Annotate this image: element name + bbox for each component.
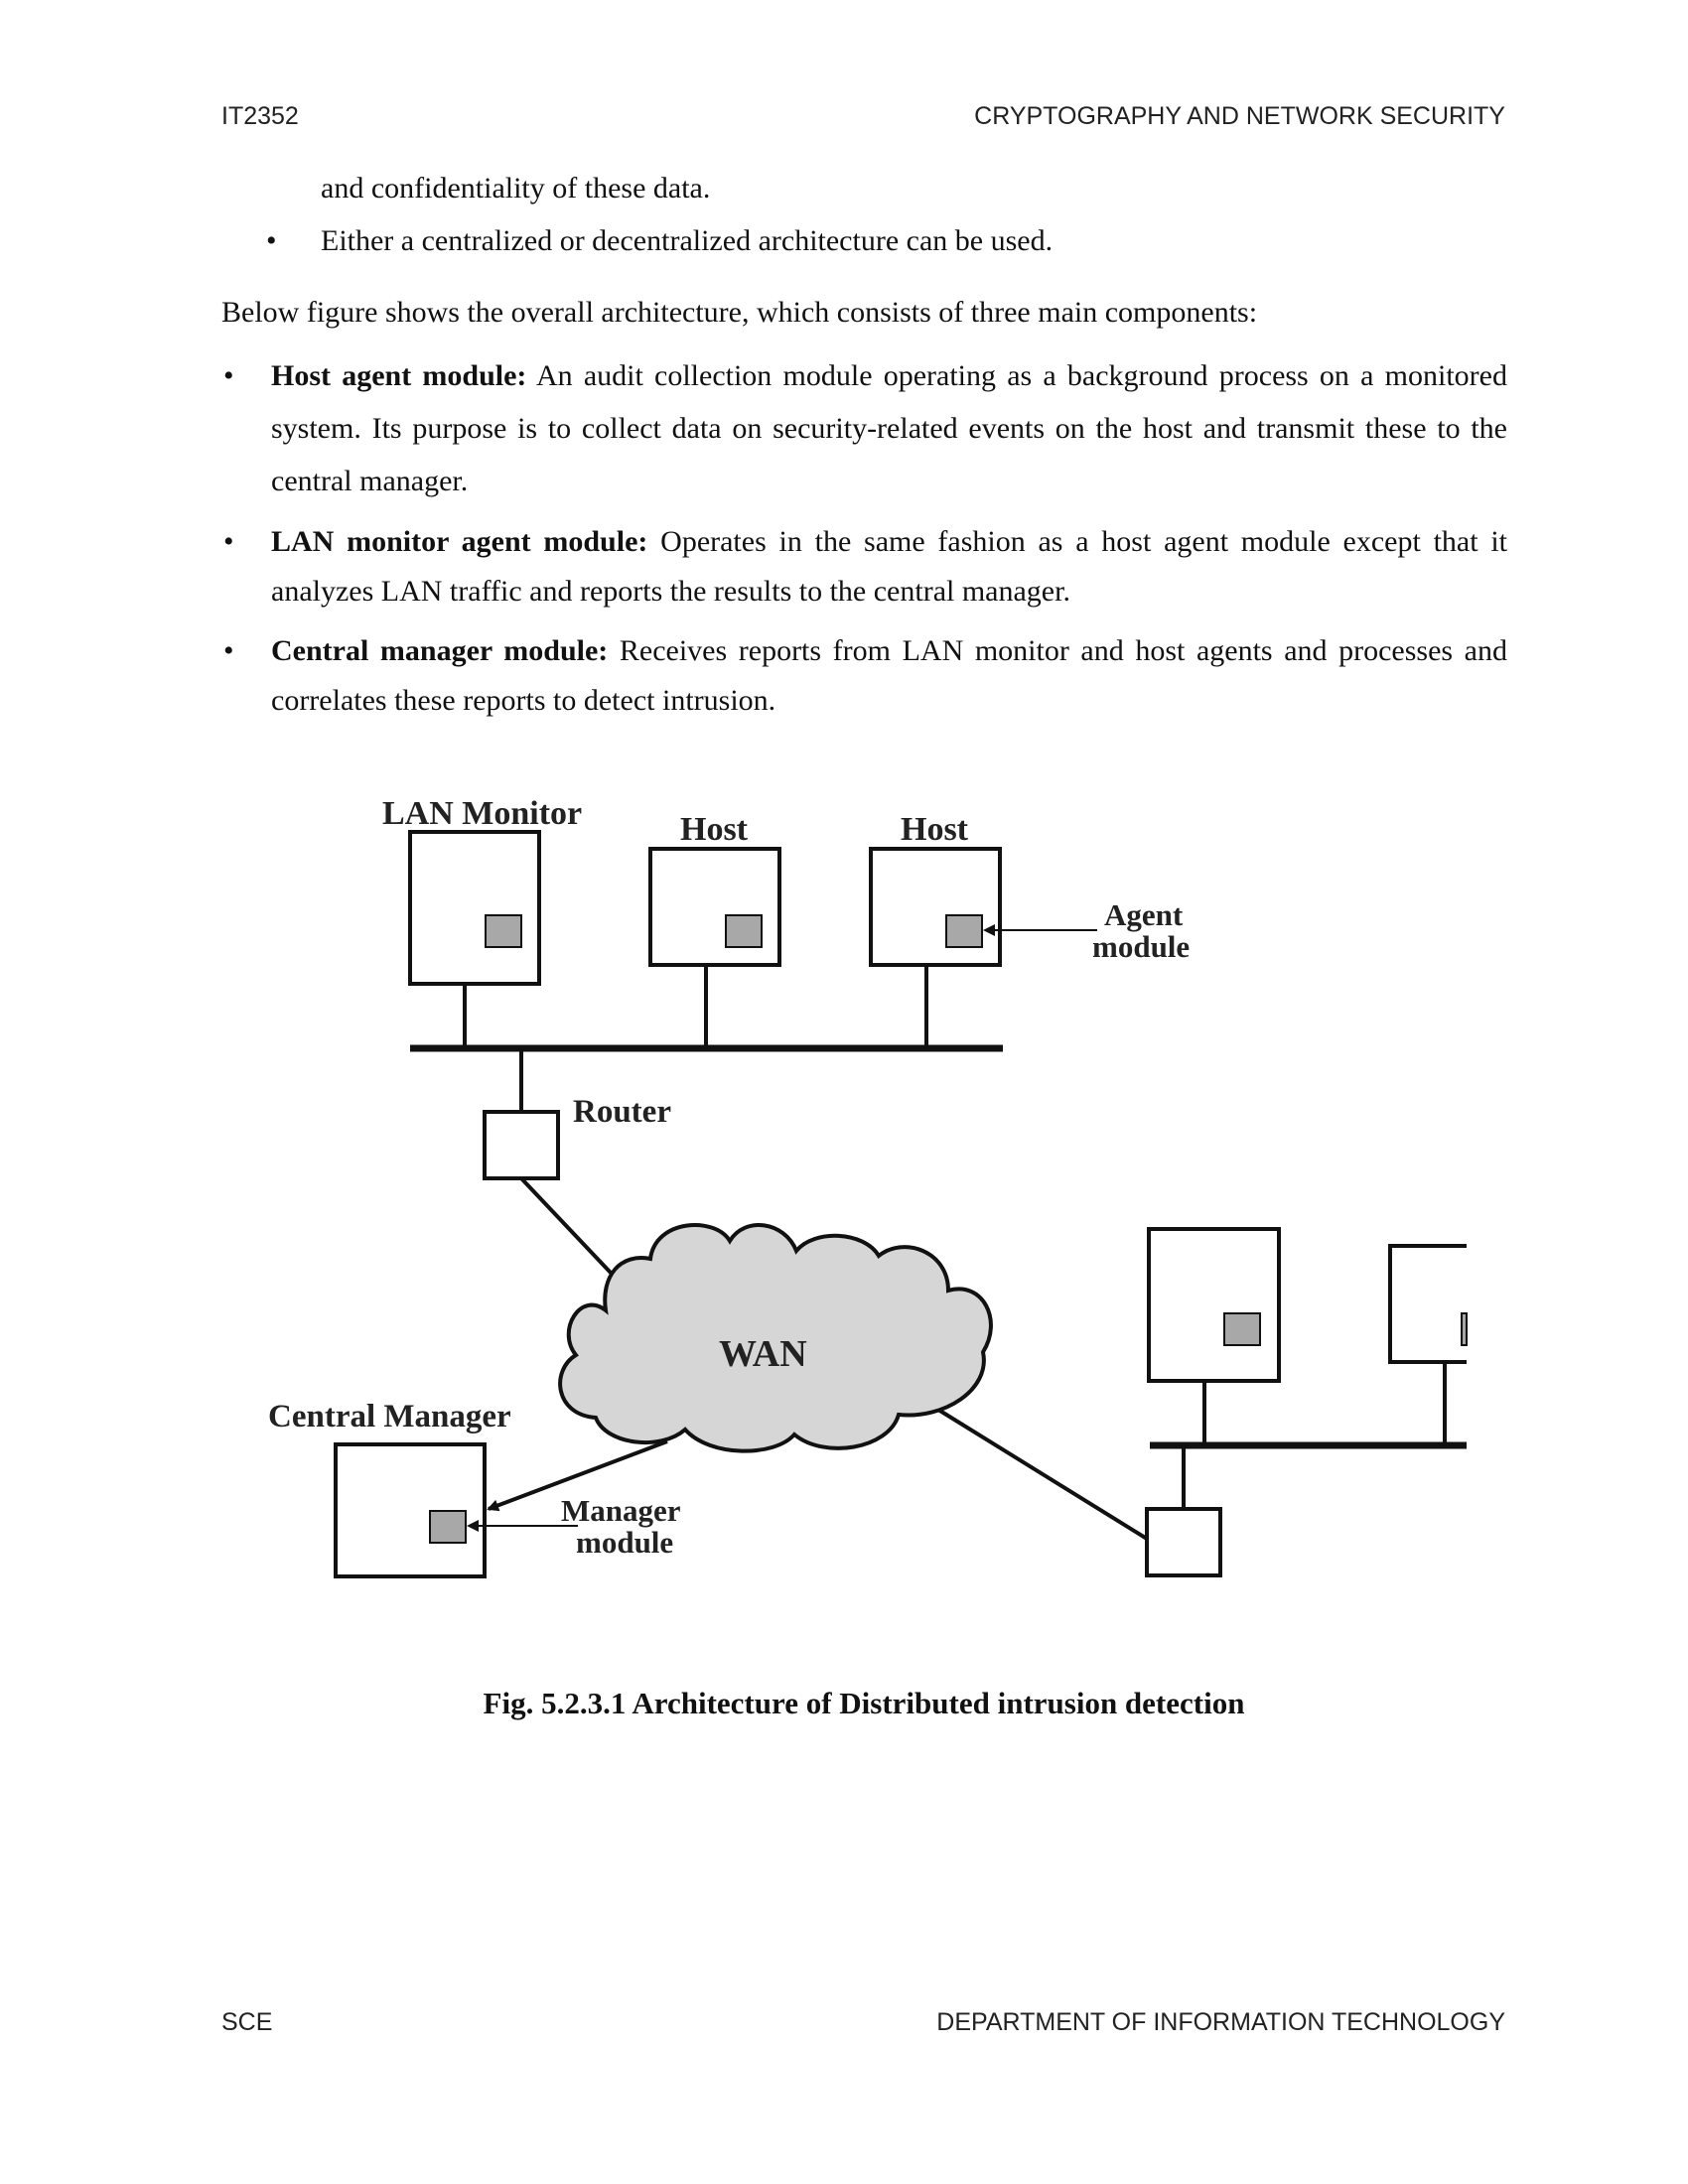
bullet-symbol: •	[223, 525, 234, 558]
remote-host-1-box	[1147, 1227, 1281, 1383]
agent-label-line2: module	[1092, 929, 1190, 964]
item-text: An audit collection module operating as …	[271, 359, 1507, 497]
remote-host-1-agent-module	[1223, 1312, 1261, 1346]
wan-remote-link	[936, 1408, 1149, 1541]
intro-paragraph: Below figure shows the overall architect…	[221, 296, 1258, 329]
header-course-title: CRYPTOGRAPHY AND NETWORK SECURITY	[974, 102, 1505, 130]
list-item-central-manager: • Central manager module: Receives repor…	[221, 626, 1507, 726]
item-term: LAN monitor agent module:	[271, 525, 648, 558]
lan-monitor-label: LAN Monitor	[382, 795, 582, 832]
list-item-host-agent: • Host agent module: An audit collection…	[221, 349, 1507, 507]
bullet-symbol: •	[223, 359, 234, 392]
manager-label-line1: Manager	[561, 1493, 681, 1528]
manager-label-line2: module	[576, 1525, 673, 1560]
wan-manager-link	[487, 1439, 668, 1512]
wan-label: WAN	[719, 1333, 807, 1375]
host-2-label: Host	[901, 811, 969, 848]
bullet-symbol: •	[223, 634, 234, 667]
item-text: Operates in the same fashion as a host a…	[271, 525, 1507, 608]
router-wan-link	[519, 1176, 630, 1293]
remote-router-box	[1145, 1507, 1222, 1577]
remote-host-2-agent-module	[1461, 1312, 1468, 1346]
list-item-lan-monitor-agent: • LAN monitor agent module: Operates in …	[221, 517, 1507, 616]
item-term: Host agent module:	[271, 359, 527, 392]
lan-monitor-box	[408, 830, 541, 986]
host-1-agent-module	[725, 914, 763, 948]
router-box	[483, 1110, 560, 1180]
bullet-text: Either a centralized or decentralized ar…	[321, 224, 1054, 257]
item-text: Receives reports from LAN monitor and ho…	[271, 634, 1507, 717]
host-2-agent-module	[945, 914, 983, 948]
host-1-label: Host	[680, 811, 749, 848]
bullet-line: • Either a centralized or decentralized a…	[266, 214, 1053, 267]
footer-institution: SCE	[221, 2008, 273, 2036]
continuation-line: and confidentiality of these data.	[321, 172, 711, 205]
central-manager-label: Central Manager	[268, 1399, 511, 1434]
remote-host-2-box	[1388, 1244, 1467, 1364]
item-term: Central manager module:	[271, 634, 609, 667]
footer-department: DEPARTMENT OF INFORMATION TECHNOLOGY	[936, 2008, 1505, 2036]
central-manager-module	[429, 1510, 467, 1544]
wan-cloud	[558, 1222, 993, 1453]
figure-caption: Fig. 5.2.3.1 Architecture of Distributed…	[483, 1686, 1245, 1720]
header-course-code: IT2352	[221, 102, 299, 130]
bullet-symbol: •	[266, 224, 277, 257]
agent-label-line1: Agent	[1104, 897, 1184, 932]
component-list: • Host agent module: An audit collection…	[221, 349, 1507, 736]
router-label: Router	[573, 1094, 671, 1130]
lan-monitor-agent-module	[485, 914, 522, 948]
